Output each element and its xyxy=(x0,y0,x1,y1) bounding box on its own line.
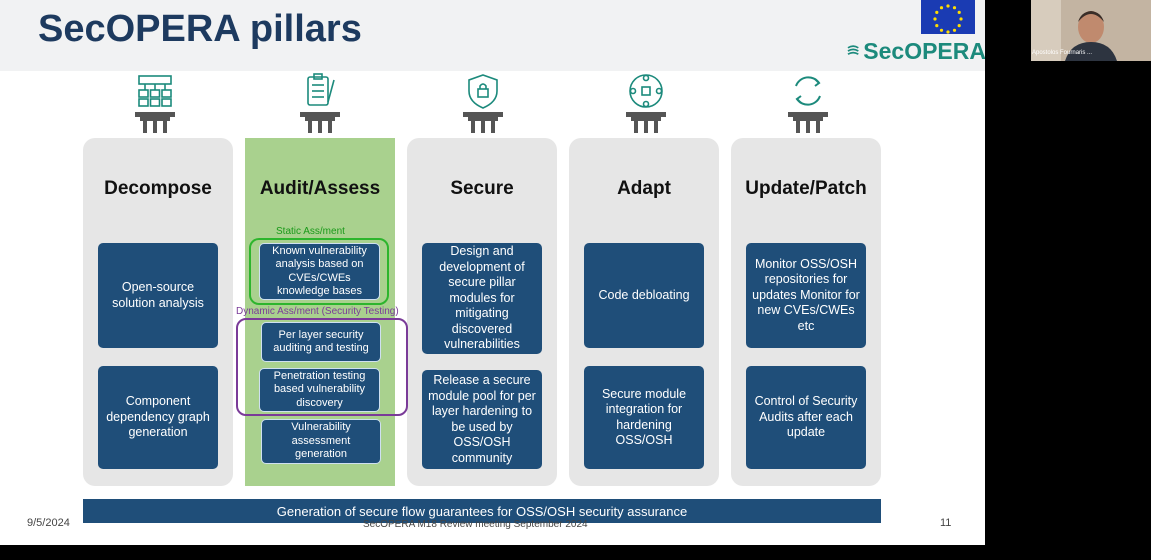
decompose-box-2: Component dependency graph generation xyxy=(98,366,218,469)
secure-box-1: Design and development of secure pillar … xyxy=(422,243,542,354)
refresh-cycle-icon xyxy=(782,72,834,136)
slide-header: SecOPERA pillars xyxy=(0,0,985,71)
hierarchy-icon xyxy=(129,72,181,136)
presentation-slide: SecOPERA pillars SecOPERA xyxy=(0,0,985,545)
audit-box-penetration-testing: Penetration testing based vulnerability … xyxy=(259,368,380,412)
adapt-box-2: Secure module integration for hardening … xyxy=(584,366,704,469)
static-assessment-label: Static Ass/ment xyxy=(276,226,345,237)
slide-footer-text: SecOPERA M18 Review meeting September 20… xyxy=(363,519,588,530)
pillar-title-update-patch: Update/Patch xyxy=(745,178,867,199)
secopera-logo-icon xyxy=(847,45,859,55)
eu-flag-icon xyxy=(921,0,975,34)
shield-lock-icon xyxy=(457,72,509,136)
participant-avatar xyxy=(1031,0,1151,61)
participant-video-tile[interactable] xyxy=(1031,0,1151,61)
update-box-2: Control of Security Audits after each up… xyxy=(746,366,866,469)
slide-page-number: 11 xyxy=(940,517,952,529)
logo-text: SecOPERA xyxy=(863,37,985,64)
audit-box-known-vulnerability: Known vulnerability analysis based on CV… xyxy=(259,243,380,300)
audit-box-per-layer: Per layer security auditing and testing xyxy=(261,322,381,362)
adapt-box-1: Code debloating xyxy=(584,243,704,348)
participant-name: Apostolos Fournaris ... xyxy=(1032,50,1093,56)
slide-title: SecOPERA pillars xyxy=(38,8,362,50)
pillar-title-decompose: Decompose xyxy=(104,178,212,199)
pillar-title-secure: Secure xyxy=(450,178,514,199)
update-box-1: Monitor OSS/OSH repositories for updates… xyxy=(746,243,866,348)
static-assessment-outline xyxy=(249,238,389,305)
bottom-banner: Generation of secure flow guarantees for… xyxy=(83,499,881,523)
pillar-title-adapt: Adapt xyxy=(617,178,671,199)
slide-date: 9/5/2024 xyxy=(27,517,70,529)
audit-box-vulnerability-assessment: Vulnerability assessment generation xyxy=(261,419,381,464)
clipboard-checklist-icon xyxy=(294,72,346,136)
dynamic-assessment-label: Dynamic Ass/ment (Security Testing) xyxy=(236,306,399,317)
dynamic-assessment-outline xyxy=(236,318,408,416)
secopera-logo: SecOPERA xyxy=(846,36,985,66)
secure-box-2: Release a secure module pool for per lay… xyxy=(422,370,542,469)
network-nodes-icon xyxy=(620,72,672,136)
pillar-title-audit-assess: Audit/Assess xyxy=(259,178,381,199)
decompose-box-1: Open-source solution analysis xyxy=(98,243,218,348)
